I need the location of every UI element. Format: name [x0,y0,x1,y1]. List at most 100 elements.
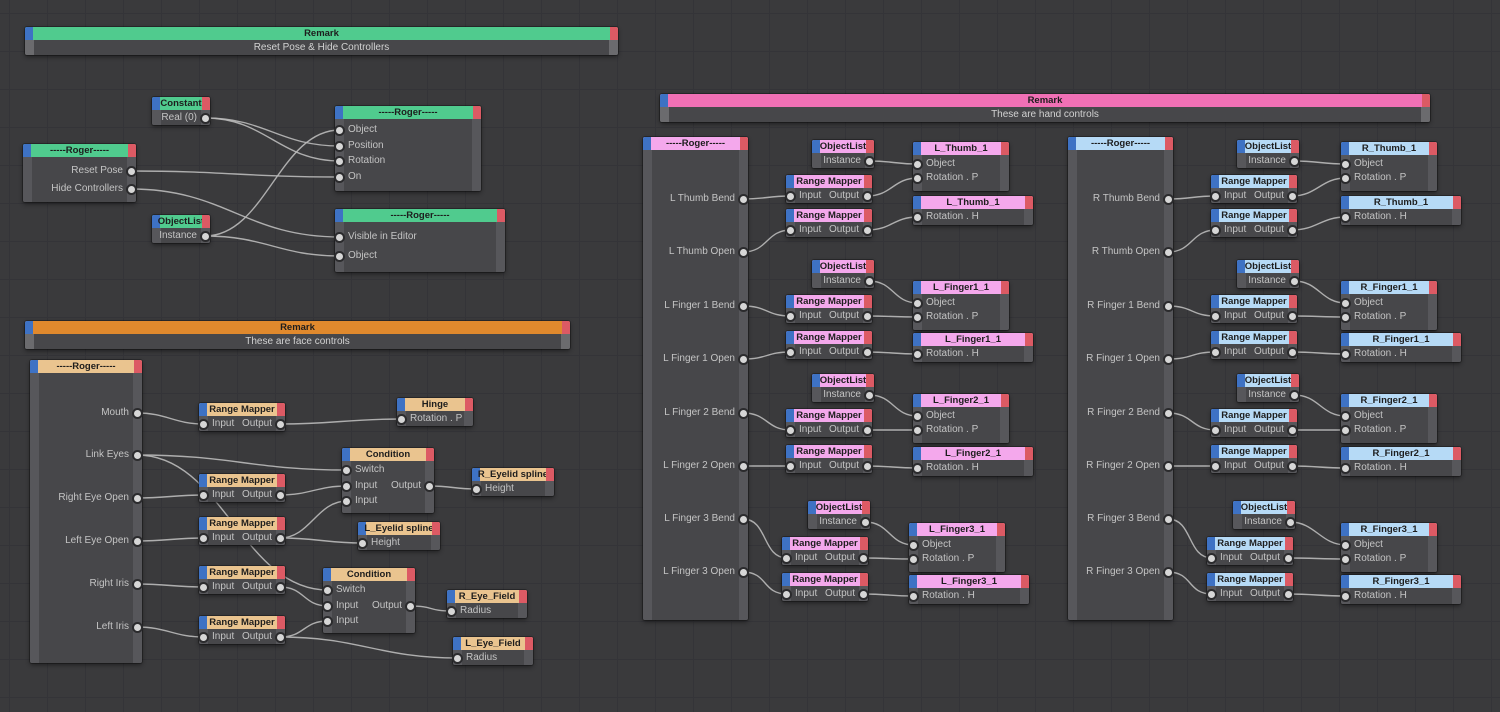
input-port[interactable] [787,192,794,200]
node-header[interactable]: L_Finger1_1 [913,333,1033,346]
node-header[interactable]: L_Finger3_1 [909,523,1005,536]
output-port[interactable] [1165,355,1172,363]
output-port[interactable] [864,462,871,470]
output-port[interactable] [864,426,871,434]
input-port[interactable] [200,633,207,641]
output-port[interactable] [866,157,873,165]
input-port[interactable] [914,299,921,307]
output-port[interactable] [862,518,869,526]
node-header[interactable]: Range Mapper [199,566,285,579]
input-port[interactable] [1212,226,1219,234]
node-header[interactable]: ObjectList [812,260,874,273]
input-port[interactable] [914,464,921,472]
input-port[interactable] [200,534,207,542]
node-header[interactable]: R_Finger1_1 [1341,281,1437,294]
input-port[interactable] [1212,312,1219,320]
node-header[interactable]: ObjectList [1237,374,1299,387]
node-header[interactable]: Condition [342,448,434,461]
output-port[interactable] [1165,409,1172,417]
node-header[interactable]: Condition [323,568,415,581]
node-header[interactable]: L_Finger3_1 [909,575,1029,588]
input-port[interactable] [910,555,917,563]
output-port[interactable] [277,491,284,499]
output-port[interactable] [740,568,747,576]
output-port[interactable] [1165,195,1172,203]
node-header[interactable]: Remark [660,94,1430,107]
node-header[interactable]: Range Mapper [786,175,872,188]
input-port[interactable] [200,583,207,591]
input-port[interactable] [783,554,790,562]
node-header[interactable]: Range Mapper [782,537,868,550]
node-header[interactable]: R_Finger2_1 [1341,447,1461,460]
node-header[interactable]: Range Mapper [1211,175,1297,188]
output-port[interactable] [1291,391,1298,399]
output-port[interactable] [277,633,284,641]
node-header[interactable]: -----Roger----- [23,144,136,157]
output-port[interactable] [864,192,871,200]
input-port[interactable] [1342,464,1349,472]
output-port[interactable] [740,409,747,417]
output-port[interactable] [864,312,871,320]
input-port[interactable] [910,541,917,549]
node-header[interactable]: Constant [152,97,210,110]
node-header[interactable]: Range Mapper [786,331,872,344]
input-port[interactable] [448,607,455,615]
node-header[interactable]: Range Mapper [199,517,285,530]
input-port[interactable] [454,654,461,662]
node-header[interactable]: -----Roger----- [643,137,748,150]
output-port[interactable] [1165,462,1172,470]
input-port[interactable] [359,539,366,547]
output-port[interactable] [128,185,135,193]
input-port[interactable] [787,426,794,434]
output-port[interactable] [866,391,873,399]
output-port[interactable] [1289,348,1296,356]
input-port[interactable] [343,482,350,490]
node-header[interactable]: Hinge [397,398,473,411]
node-header[interactable]: L_Thumb_1 [913,142,1009,155]
node-header[interactable]: R_Finger1_1 [1341,333,1461,346]
output-port[interactable] [1165,568,1172,576]
node-header[interactable]: -----Roger----- [335,209,505,222]
input-port[interactable] [1342,160,1349,168]
input-port[interactable] [1342,299,1349,307]
input-port[interactable] [1342,213,1349,221]
output-port[interactable] [134,409,141,417]
input-port[interactable] [914,213,921,221]
output-port[interactable] [277,534,284,542]
